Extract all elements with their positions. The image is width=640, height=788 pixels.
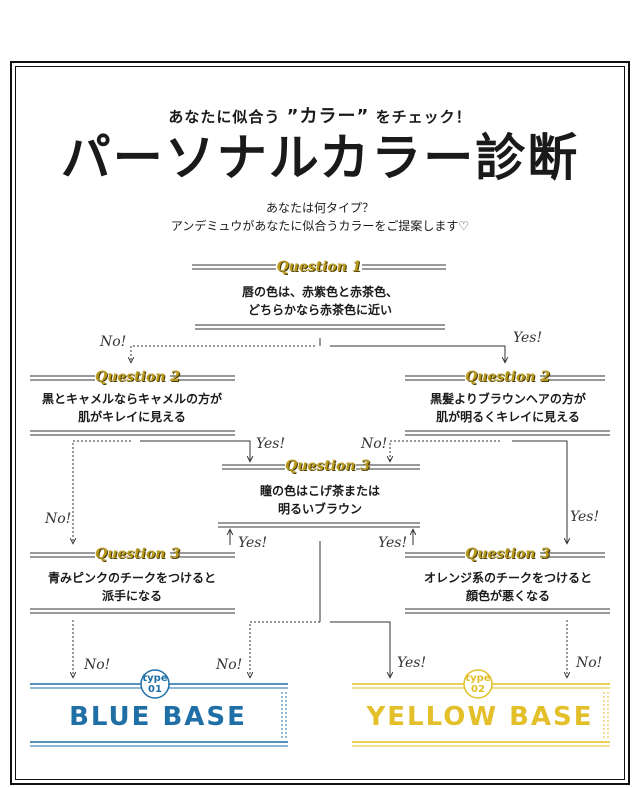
intro-line-1: あなたは何タイプ？ [265, 201, 374, 215]
q3-center-text-line2: 明るいブラウン [277, 502, 362, 516]
tagline-emphasis: ”カラー” [286, 106, 370, 127]
tagline-prefix: あなたに似合う [168, 108, 281, 126]
intro-line-2: アンデミュウがあなたに似合うカラーをご提案します♡ [170, 219, 470, 233]
q3-center-no-arrow [250, 621, 320, 677]
q1-no-label: No! [100, 334, 127, 350]
blue-type-number: 01 [148, 684, 162, 695]
q1-text: 唇の色は、赤紫色と赤茶色、 どちらかなら赤茶色に近い [160, 283, 480, 319]
q3-side-rules [30, 552, 610, 614]
blue-type-word: type [142, 673, 168, 684]
q1-yes-arrow [330, 345, 505, 362]
yellow-type-badge: type 02 [464, 673, 492, 695]
q3-left-text-line1: 青みピンクのチークをつけると [47, 571, 216, 585]
blue-base-label: BLUE BASE [69, 702, 247, 732]
q3-center-rules [218, 464, 420, 528]
q2-left-no-label: No! [45, 511, 72, 527]
q2-right-yes-arrow [512, 440, 567, 543]
q2-right-no-label: No! [361, 436, 388, 452]
q1-text-line1: 唇の色は、赤紫色と赤茶色、 [241, 285, 398, 299]
q2-left-text: 黒とキャメルならキャメルの方が 肌がキレイに見える [22, 390, 242, 426]
q3-right-no-label: No! [576, 655, 603, 671]
q1-title: Question 1 [276, 259, 362, 275]
q3-left-text-line2: 派手になる [101, 589, 162, 603]
tagline: あなたに似合う ”カラー” をチェック！ [0, 102, 640, 128]
q3-center-text: 瞳の色はこげ茶または 明るいブラウン [200, 482, 440, 518]
q1-underline [195, 324, 445, 330]
q2-left-text-line1: 黒とキャメルならキャメルの方が [41, 392, 222, 406]
q3-right-text-line2: 顔色が悪くなる [465, 589, 550, 603]
page-title: パーソナルカラー診断 [60, 129, 580, 187]
yellow-base-label: YELLOW BASE [366, 702, 594, 732]
q3-center-yes-label: Yes! [397, 655, 427, 671]
q2-left-title: Question 2 [95, 369, 181, 385]
q3-right-text: オレンジ系のチークをつけると 顔色が悪くなる [398, 569, 618, 605]
q2-right-text-line1: 黒髪よりブラウンヘアの方が [430, 392, 586, 406]
yellow-type-number: 02 [471, 684, 485, 695]
blue-type-badge: type 01 [141, 673, 169, 695]
q2-right-yes-label: Yes! [570, 509, 600, 525]
q3-center-yes-right-label: Yes! [378, 535, 408, 551]
yellow-result-box [352, 669, 610, 747]
q1-no-arrow [131, 345, 315, 362]
q3-center-title: Question 3 [285, 458, 371, 474]
tagline-suffix: をチェック！ [375, 108, 472, 126]
q3-center-yes-arrow [330, 621, 390, 677]
q2-title-rules [30, 375, 605, 381]
q3-center-text-line1: 瞳の色はこげ茶または [259, 484, 380, 498]
q3-center-no-label: No! [216, 657, 243, 673]
q3-right-text-line1: オレンジ系のチークをつけると [423, 571, 592, 585]
q3-right-title: Question 3 [465, 546, 551, 562]
q2-underlines [30, 430, 610, 436]
q2-left-yes-arrow [140, 440, 250, 461]
q2-left-yes-label: Yes! [256, 436, 286, 452]
q2-left-no-arrow [73, 440, 131, 543]
yellow-type-word: type [465, 673, 491, 684]
q3-center-yes-left-label: Yes! [238, 535, 268, 551]
q3-left-text: 青みピンクのチークをつけると 派手になる [22, 569, 242, 605]
page-frame [10, 61, 630, 785]
q2-right-title: Question 2 [465, 369, 551, 385]
q2-right-no-arrow [390, 440, 500, 461]
q2-right-text: 黒髪よりブラウンヘアの方が 肌が明るくキレイに見える [398, 390, 618, 426]
q1-text-line2: どちらかなら赤茶色に近い [247, 303, 392, 317]
q3-left-title: Question 3 [95, 546, 181, 562]
blue-result-box [30, 669, 288, 747]
q2-right-text-line2: 肌が明るくキレイに見える [436, 410, 580, 424]
q2-left-text-line2: 肌がキレイに見える [78, 410, 186, 424]
q1-title-rules [192, 264, 446, 270]
q1-yes-label: Yes! [513, 330, 543, 346]
q3-left-no-label: No! [84, 657, 111, 673]
